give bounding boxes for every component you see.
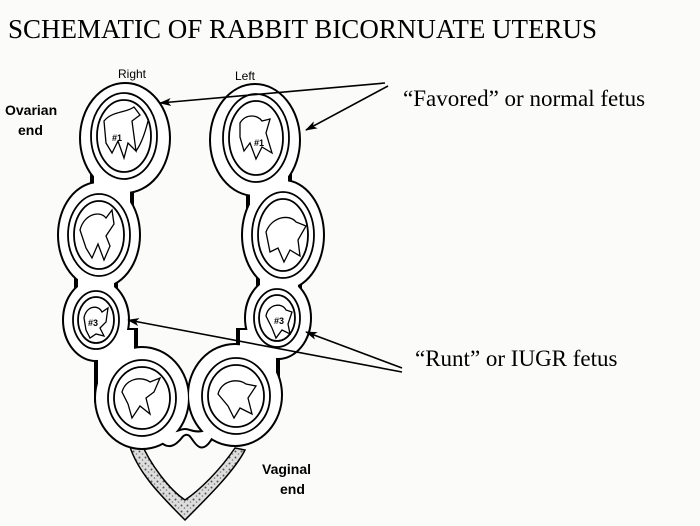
left-chamber-2 (251, 191, 315, 279)
favored-fetus-label: “Favored” or normal fetus (403, 86, 645, 111)
fetus-mark-right-1: #1 (112, 133, 122, 143)
vaginal-end-label-1: Vaginal (262, 461, 311, 477)
ovarian-end-label-1: Ovarian (5, 102, 57, 118)
arrow-favored-left (305, 85, 389, 131)
right-chamber-3 (72, 290, 120, 350)
arrow-favored-right (159, 82, 386, 107)
fetus-drawings (79, 106, 307, 420)
left-chamber-4 (201, 357, 271, 435)
vaginal-end-label-2: end (280, 481, 305, 497)
right-chamber-2 (67, 193, 131, 277)
ovarian-end-label-2: end (18, 122, 43, 138)
vagina-shape (127, 439, 247, 522)
fetus-mark-right-3: #3 (88, 318, 98, 328)
fetus-mark-left-1: #1 (254, 138, 264, 148)
fetus-mark-left-3: #3 (274, 316, 284, 326)
right-horn-label: Right (118, 67, 147, 81)
arrow-runt-left (305, 331, 403, 369)
right-chamber-4 (107, 359, 177, 437)
runt-fetus-label: “Runt” or IUGR fetus (415, 346, 618, 371)
right-chamber-1 (90, 92, 158, 180)
left-chamber-3 (253, 288, 301, 348)
arrow-runt-right (127, 318, 403, 373)
left-horn-label: Left (235, 69, 256, 83)
title: SCHEMATIC OF RABBIT BICORNUATE UTERUS (8, 14, 597, 44)
